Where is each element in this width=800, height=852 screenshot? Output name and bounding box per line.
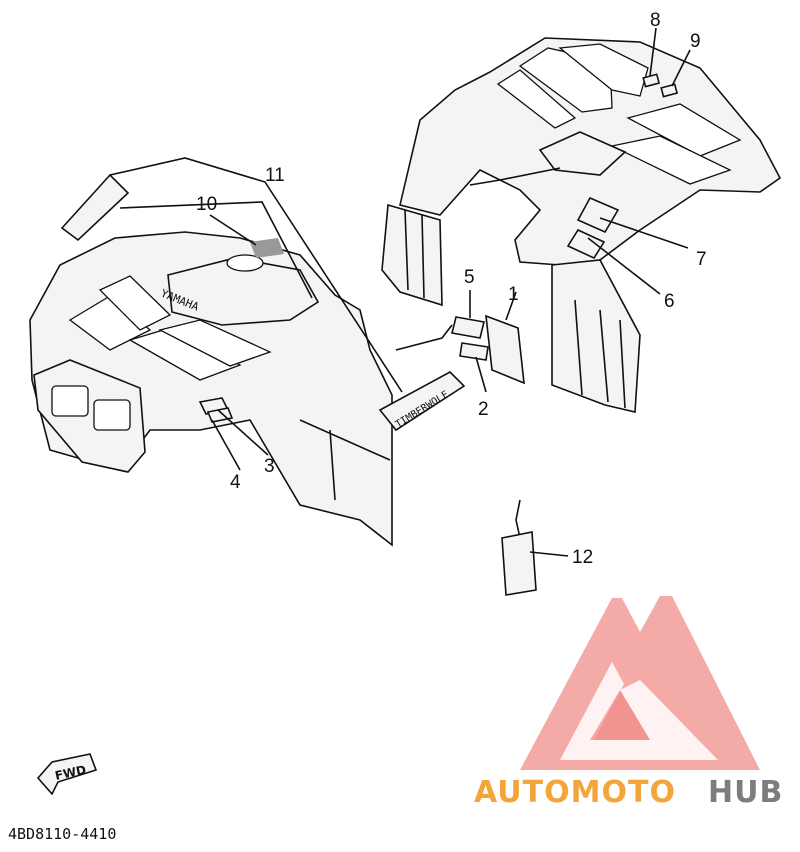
callout-4: 4 [230,472,241,493]
callout-11: 11 [265,165,285,186]
automotohub-logo [520,596,760,770]
front-fender [29,231,393,547]
callout-numbers: 1 2 3 4 5 6 7 8 9 10 11 12 [196,10,707,568]
callout-2: 2 [478,399,489,420]
rear-fender [381,37,782,413]
callout-1: 1 [508,284,519,305]
loose-decals [451,314,525,385]
leader-lines [109,27,691,557]
front-decal-sheet [60,173,130,242]
callout-10: 10 [196,194,217,215]
watermark-brand-right: HUB [708,775,783,810]
callout-6: 6 [664,291,675,312]
callout-9: 9 [690,31,701,52]
fwd-label: FWD [54,763,88,783]
callout-8: 8 [650,10,661,31]
fwd-arrow-icon: FWD [36,753,98,796]
callout-5: 5 [464,267,475,288]
watermark-brand-left: AUTOMOTO [474,775,676,810]
warning-tag [501,499,537,596]
part-number: 4BD8110-4410 [8,825,116,843]
callout-7: 7 [696,249,707,270]
callout-12: 12 [572,547,593,568]
callout-3: 3 [264,456,275,477]
